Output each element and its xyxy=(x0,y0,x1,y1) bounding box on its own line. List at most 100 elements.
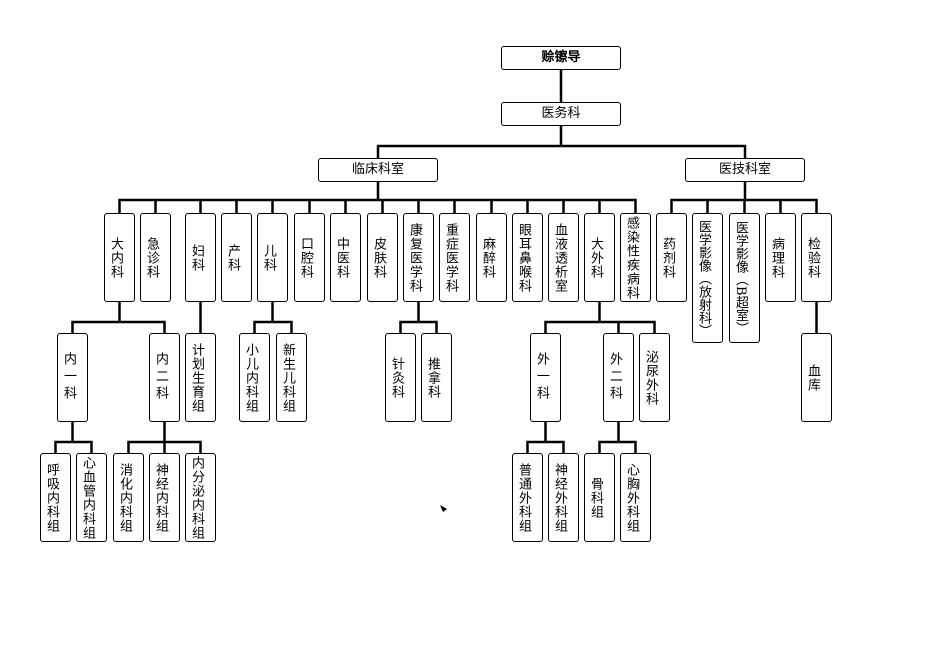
unit-internal-medicine-1: 内一科 xyxy=(57,333,88,422)
node-label: 医技科室 xyxy=(718,162,771,177)
node-label: 眼耳鼻喉科 xyxy=(516,222,531,293)
node-label: 小儿内科组 xyxy=(243,342,258,413)
node-label: 血液透析室 xyxy=(552,222,567,293)
dept-pathology: 病理科 xyxy=(765,213,796,302)
node-label: 检验科 xyxy=(805,236,820,279)
node-label: 泌尿外科 xyxy=(643,349,658,406)
node-label: 医学影像（B超室） xyxy=(733,221,748,335)
connector-pediatrics xyxy=(253,300,293,335)
node-label: 骨科组 xyxy=(588,476,603,519)
dept-ophthalmology-ent: 眼耳鼻喉科 xyxy=(512,213,543,302)
unit-neonatology: 新生儿科组 xyxy=(276,333,307,422)
group-respiratory: 呼吸内科组 xyxy=(40,453,71,542)
connector-surgery-1 xyxy=(526,420,565,455)
node-label: 普通外科组 xyxy=(516,462,531,533)
node-label: 重症医学科 xyxy=(443,222,458,293)
node-clinical-departments: 临床科室 xyxy=(318,158,438,182)
node-label: 口腔科 xyxy=(298,236,313,279)
dept-surgery: 大外科 xyxy=(584,213,615,302)
node-label: 皮肤科 xyxy=(371,236,386,279)
unit-blood-bank: 血库 xyxy=(801,333,832,422)
unit-family-planning: 计划生育组 xyxy=(185,333,216,422)
node-label: 赊镲导 xyxy=(541,50,581,65)
connector-medtech-departments xyxy=(670,180,818,215)
node-label: 心血管内科组 xyxy=(80,455,95,540)
node-label: 消化内科组 xyxy=(117,462,132,533)
node-label: 儿科 xyxy=(261,243,276,272)
dept-gynecology: 妇科 xyxy=(185,213,216,302)
unit-internal-medicine-2: 内二科 xyxy=(149,333,180,422)
node-label: 血库 xyxy=(805,363,820,392)
unit-pediatric-internal: 小儿内科组 xyxy=(239,333,270,422)
node-label: 中医科 xyxy=(334,236,349,279)
unit-acupuncture: 针灸科 xyxy=(385,333,416,422)
dept-emergency: 急诊科 xyxy=(140,213,171,302)
node-label: 大外科 xyxy=(588,236,603,279)
node-label: 临床科室 xyxy=(351,162,404,177)
connector-internal-medicine-2 xyxy=(127,420,202,455)
unit-tuina: 推拿科 xyxy=(421,333,452,422)
node-label: 呼吸内科组 xyxy=(44,462,59,533)
node-label: 医学影像（放射科） xyxy=(696,219,711,337)
dept-tcm: 中医科 xyxy=(330,213,361,302)
arrow-marker-icon xyxy=(440,505,447,512)
connector-affairs-to-divisions xyxy=(376,124,747,160)
group-general-surgery: 普通外科组 xyxy=(512,453,543,542)
node-label: 麻醉科 xyxy=(480,236,495,279)
dept-internal-medicine: 大内科 xyxy=(104,213,135,302)
node-label: 神经外科组 xyxy=(552,462,567,533)
node-label: 针灸科 xyxy=(389,356,404,399)
node-label: 妇科 xyxy=(189,243,204,272)
node-label: 内二科 xyxy=(153,352,168,403)
dept-hemodialysis: 血液透析室 xyxy=(548,213,579,302)
group-endocrinology: 内分泌内科组 xyxy=(185,453,216,542)
node-label: 计划生育组 xyxy=(189,342,204,413)
node-label: 药剂科 xyxy=(660,236,675,279)
group-neurosurgery: 神经外科组 xyxy=(548,453,579,542)
connector-rehabilitation xyxy=(399,300,438,335)
node-label: 病理科 xyxy=(769,236,784,279)
dept-dermatology: 皮肤科 xyxy=(367,213,398,302)
node-label: 感染性疾病科 xyxy=(624,215,639,300)
group-cardiothoracic: 心胸外科组 xyxy=(620,453,651,542)
node-medical-technology-departments: 医技科室 xyxy=(685,158,805,182)
connector-internal-medicine xyxy=(71,300,166,335)
unit-surgery-1: 外一科 xyxy=(530,333,561,422)
dept-obstetrics: 产科 xyxy=(221,213,252,302)
group-neurology: 神经内科组 xyxy=(149,453,180,542)
node-label: 内一科 xyxy=(61,352,76,403)
node-label: 内分泌内科组 xyxy=(189,455,204,540)
node-label: 神经内科组 xyxy=(153,462,168,533)
group-orthopedics: 骨科组 xyxy=(584,453,615,542)
node-medical-affairs-office: 医务科 xyxy=(501,102,621,126)
dept-stomatology: 口腔科 xyxy=(294,213,325,302)
connector-internal-medicine-1 xyxy=(54,420,93,455)
dept-pediatrics: 儿科 xyxy=(257,213,288,302)
group-gastroenterology: 消化内科组 xyxy=(113,453,144,542)
unit-urology: 泌尿外科 xyxy=(639,333,670,422)
node-label: 大内科 xyxy=(108,236,123,279)
dept-imaging-ultrasound: 医学影像（B超室） xyxy=(729,213,760,343)
dept-pharmacy: 药剂科 xyxy=(656,213,687,302)
unit-surgery-2: 外二科 xyxy=(603,333,634,422)
connector-surgery-2 xyxy=(598,420,637,455)
node-label: 推拿科 xyxy=(425,356,440,399)
node-label: 医务科 xyxy=(541,106,581,121)
node-label: 心胸外科组 xyxy=(624,462,639,533)
dept-laboratory: 检验科 xyxy=(801,213,832,302)
dept-rehabilitation: 康复医学科 xyxy=(403,213,434,302)
dept-critical-care: 重症医学科 xyxy=(439,213,470,302)
node-label: 康复医学科 xyxy=(407,222,422,293)
node-label: 急诊科 xyxy=(144,236,159,279)
group-cardiovascular: 心血管内科组 xyxy=(76,453,107,542)
dept-imaging-radiology: 医学影像（放射科） xyxy=(692,213,723,343)
node-label: 新生儿科组 xyxy=(280,342,295,413)
connector-surgery xyxy=(544,300,656,335)
dept-infectious-disease: 感染性疾病科 xyxy=(620,213,651,302)
node-label: 外二科 xyxy=(607,352,622,403)
node-hospital-leadership: 赊镲导 xyxy=(501,46,621,70)
node-label: 外一科 xyxy=(534,352,549,403)
dept-anesthesiology: 麻醉科 xyxy=(476,213,507,302)
